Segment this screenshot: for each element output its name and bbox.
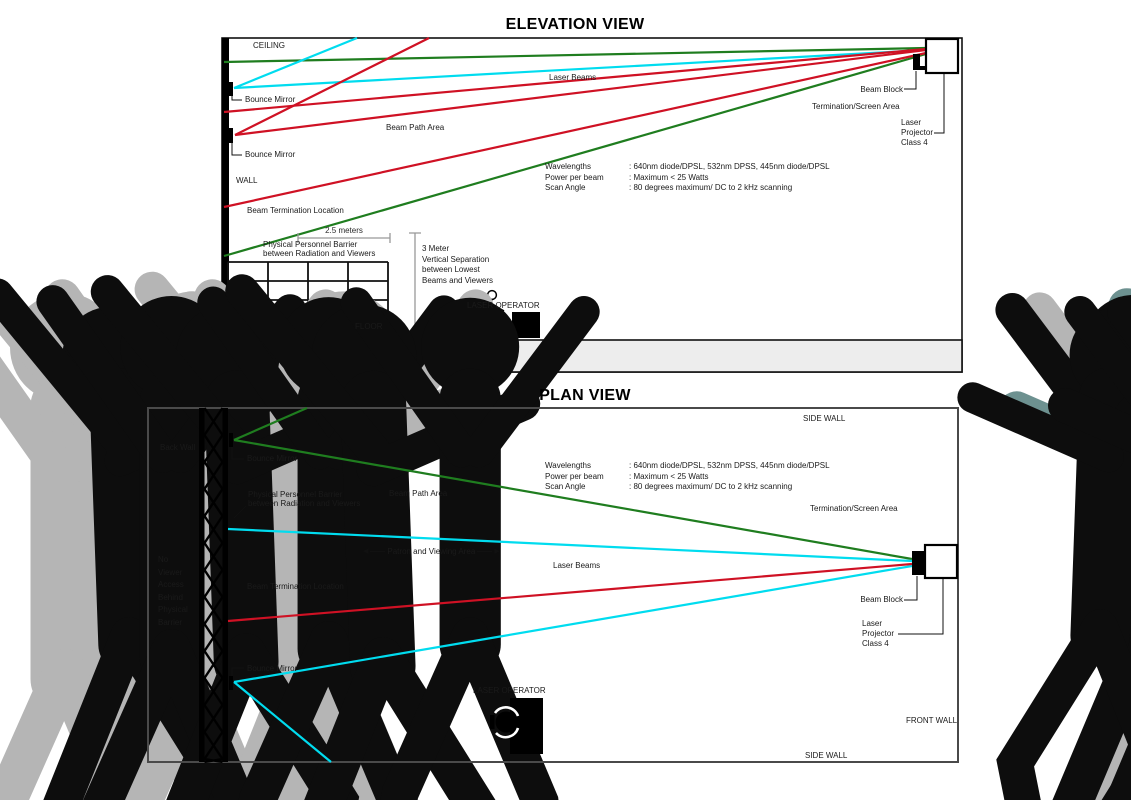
plan-room-outline <box>147 407 959 763</box>
plan-beam-path-area-label: Beam Path Area <box>389 489 448 498</box>
bounce-mirror-lower-shape <box>229 128 233 143</box>
no-viewer-access-label: No Viewer Access Behind Physical Barrier <box>158 555 188 627</box>
plan-specs: Wavelengths : 640nm diode/DPSL, 532nm DPS… <box>545 461 830 491</box>
plan-cyan-beam-upper <box>227 527 913 563</box>
ceiling-label: CEILING <box>253 41 286 50</box>
plan-bounce-mirror-upper-label: Bounce Mirror <box>247 454 298 463</box>
red-beam-to-mirror <box>234 48 927 137</box>
back-wall-label: Back Wall <box>160 443 196 452</box>
mirror-upper-leader <box>231 96 242 101</box>
laser-operator-label: LASER OPERATOR <box>467 301 540 310</box>
plan-beam-block-leader <box>904 576 918 601</box>
plan-cyan-beam-reflected <box>233 681 332 763</box>
beam-block-leader <box>904 71 917 90</box>
spec-value: : 640nm diode/DPSL, 532nm DPSS, 445nm di… <box>629 162 830 171</box>
arrow-right-icon: ▶ <box>494 548 500 555</box>
plan-green-beam-reflected <box>233 406 308 442</box>
floor-label: FLOOR <box>355 322 383 331</box>
plan-beam-block-label: Beam Block <box>860 595 903 604</box>
spec-label: Scan Angle <box>545 482 586 492</box>
spec-value: : 80 degrees maximum/ DC to 2 kHz scanni… <box>629 183 793 193</box>
spec-label: Wavelengths <box>545 162 591 171</box>
spec-value: : Maximum < 25 Watts <box>629 172 709 182</box>
spec-value: : 80 degrees maximum/ DC to 2 kHz scanni… <box>629 482 793 492</box>
spec-label: Wavelengths <box>545 461 591 470</box>
truss-bar-right <box>222 408 228 762</box>
green-beam-lower <box>223 52 927 258</box>
spec-value: : Maximum < 25 Watts <box>629 471 709 481</box>
plan-mirror-lower-leader <box>231 667 244 676</box>
dim-horizontal-label: 2.5 meters <box>325 226 363 235</box>
plan-laser-operator-label: LASER OPERATOR <box>473 686 546 695</box>
bounce-mirror-upper-shape <box>229 82 233 96</box>
green-beam-upper <box>223 46 927 64</box>
projector-leader <box>934 74 945 134</box>
plan-red-beam <box>227 562 913 623</box>
spec-label: Power per beam <box>545 471 604 481</box>
plan-green-beam <box>233 438 913 561</box>
elevation-view <box>0 36 1131 800</box>
elevation-laser-projector <box>924 37 960 75</box>
laser-beams-label: Laser Beams <box>549 73 597 82</box>
patron-area-label: Patron and Viewing Area <box>387 547 476 556</box>
beam-termination-label: Beam Termination Location <box>247 206 344 215</box>
patron-area-label-group: ◀ Patron and Viewing Area ▶ <box>363 547 500 556</box>
plan-bounce-mirror-lower-label: Bounce Mirror <box>247 664 298 673</box>
spec-value: : 640nm diode/DPSL, 532nm DPSS, 445nm di… <box>629 461 830 470</box>
beam-path-area-label: Beam Path Area <box>386 123 445 132</box>
plan-laser-projector <box>923 543 959 580</box>
plan-beam-termination-label: Beam Termination Location <box>247 582 344 591</box>
cyan-beam-reflected <box>233 36 358 90</box>
plan-beam-block <box>912 551 925 575</box>
plan-barrier-label: Physical Personnel Barrier between Radia… <box>248 490 361 508</box>
plan-projector-label: Laser Projector Class 4 <box>862 619 895 648</box>
elevation-beam-block <box>913 54 926 70</box>
red-beam-wall <box>223 47 927 114</box>
bounce-mirror-upper-label: Bounce Mirror <box>245 95 296 104</box>
cyan-beam-to-mirror <box>233 48 927 90</box>
plan-title: PLAN VIEW <box>539 387 631 404</box>
plan-mirror-upper-shape <box>229 433 233 447</box>
arrow-dash <box>477 551 493 552</box>
elevation-title: ELEVATION VIEW <box>505 16 645 33</box>
plan-laser-beams-label: Laser Beams <box>553 561 601 570</box>
plan-cyan-beam-lower <box>233 564 913 684</box>
plan-mirror-lower-shape <box>229 676 233 690</box>
plan-operator-person <box>490 706 520 739</box>
truss-bar-left <box>199 408 205 762</box>
arrow-left-icon: ◀ <box>363 548 369 555</box>
projector-label: Laser Projector Class 4 <box>901 118 934 147</box>
barrier-label: Physical Personnel Barrier between Radia… <box>263 240 376 258</box>
bounce-mirror-lower-label: Bounce Mirror <box>245 150 296 159</box>
elevation-specs: Wavelengths : 640nm diode/DPSL, 532nm DPS… <box>545 162 830 192</box>
mirror-lower-leader <box>231 143 242 156</box>
spec-label: Scan Angle <box>545 183 586 193</box>
side-wall-bottom-label: SIDE WALL <box>805 751 848 760</box>
termination-screen-label: Termination/Screen Area <box>812 102 900 111</box>
wall-label: WALL <box>236 176 258 185</box>
plan-view <box>147 406 959 764</box>
red-beam-reflected <box>234 37 430 136</box>
red-beam-termination <box>223 51 927 209</box>
front-wall-label: FRONT WALL <box>906 716 958 725</box>
plan-termination-screen-label: Termination/Screen Area <box>810 504 898 513</box>
plan-barrier-leader <box>233 505 247 519</box>
spec-label: Power per beam <box>545 172 604 182</box>
side-wall-top-label: SIDE WALL <box>803 414 846 423</box>
arrow-dash <box>370 551 386 552</box>
dim-vertical-label: 3 Meter Vertical Separation between Lowe… <box>422 244 493 285</box>
elevation-wall-bar <box>222 38 229 340</box>
plan-projector-leader <box>898 579 944 635</box>
beam-block-label: Beam Block <box>860 85 903 94</box>
plan-mirror-upper-leader <box>231 447 244 460</box>
